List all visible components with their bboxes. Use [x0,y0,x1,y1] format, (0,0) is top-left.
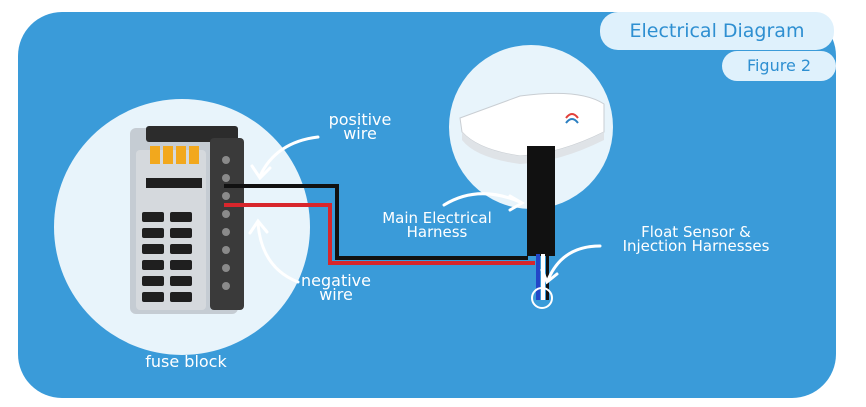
float-wire-white [541,254,545,300]
float-sensor-label-line1: Float Sensor & [641,223,751,241]
figure-label: Figure 2 [722,51,836,81]
positive-wire-label: positive wire [322,110,398,143]
negative-wire-line [224,184,528,260]
float-wire-blue [536,254,540,300]
fuse-block-illustration [130,126,244,314]
negative-wire-label-line1: negative [301,271,371,290]
float-sensor-label: Float Sensor & Injection Harnesses [596,223,796,255]
float-sensor-label-line2: Injection Harnesses [622,237,770,255]
negative-wire-label: negative wire [294,271,378,304]
unit-illustration [459,92,605,164]
negative-wire-label-line2: wire [319,285,353,304]
main-harness-cable [527,146,555,256]
fuse-block-label: fuse block [145,352,227,371]
positive-wire-line [224,203,535,265]
callout-arrows [248,135,602,285]
main-harness-label: Main Electrical Harness [362,209,512,241]
positive-wire-label-line2: wire [343,124,377,143]
diagram-title: Electrical Diagram [600,12,834,50]
main-harness-label-line2: Harness [406,223,468,241]
positive-wire-label-line1: positive [328,110,392,129]
harness-end-highlight [531,287,553,309]
float-wire-black [546,254,549,300]
main-harness-label-line1: Main Electrical [382,209,492,227]
